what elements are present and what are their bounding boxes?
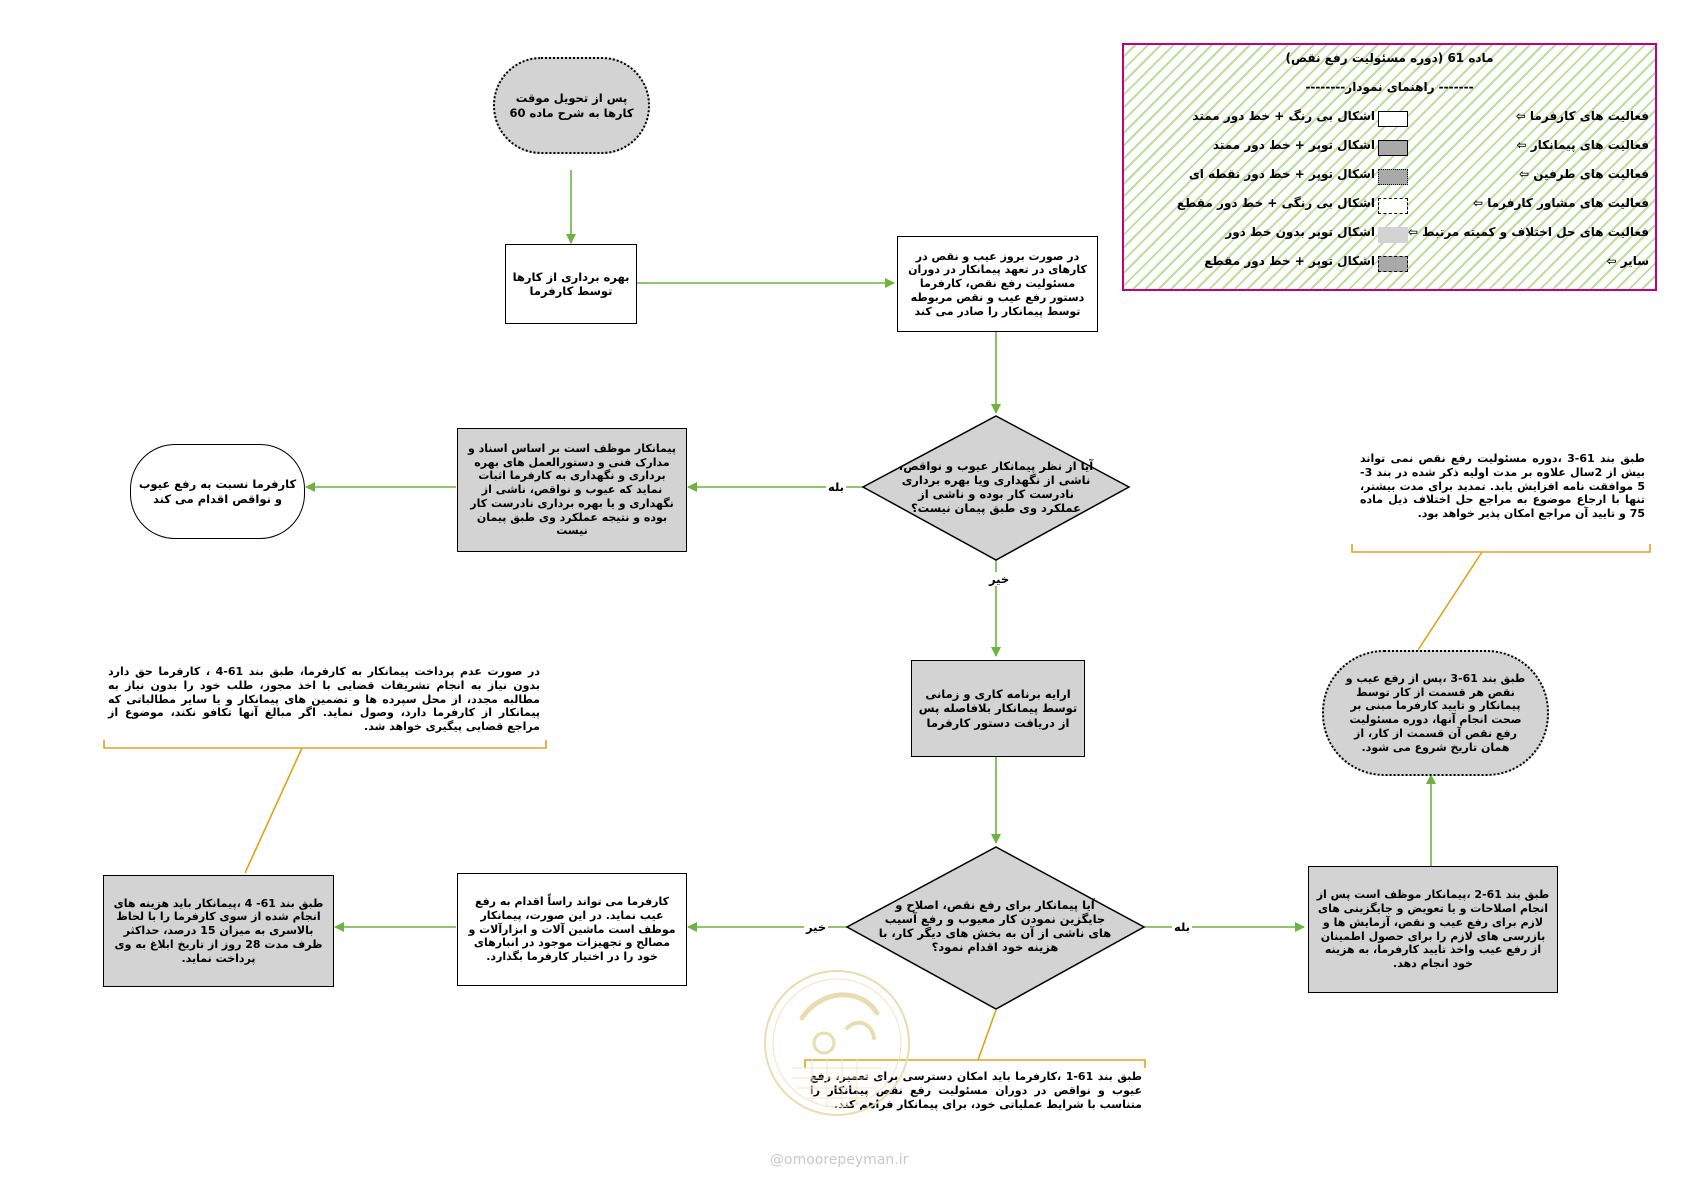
note-61-4-nonpayment: در صورت عدم پرداخت پیمانکار به کارفرما، …	[108, 665, 540, 733]
watermark-seal	[764, 970, 910, 1116]
utilization-box: بهره برداری از کارها توسط کارفرما	[505, 244, 637, 324]
legend-shape-label: اشکال بی رنگی + خط دور مقطع	[1176, 196, 1375, 210]
legend-row-both-parties: فعالیت های طرفین ⇦ اشکال توپر + خط دور ن…	[1124, 167, 1655, 187]
legend-shape-label: اشکال توپر بدون خط دور	[1225, 225, 1375, 239]
legend-swatch-gray-solid	[1378, 140, 1408, 156]
legend-row-other: سایر ⇦ اشکال توپر + خط دور مقطع	[1124, 254, 1655, 274]
decision1-text: آیا از نظر پیمانکار عیوب و نواقص، ناشی ا…	[898, 459, 1094, 515]
legend-row-contractor: فعالیت های پیمانکار ⇦ اشکال توپر + خط دو…	[1124, 138, 1655, 158]
legend-row-employer: فعالیت های کارفرما ⇦ اشکال بی رنگ + خط د…	[1124, 109, 1655, 129]
legend-title: ماده 61 (دوره مسئولیت رفع نقص)	[1285, 51, 1494, 65]
legend-row-consultant: فعالیت های مشاور کارفرما ⇦ اشکال بی رنگی…	[1124, 196, 1655, 216]
watermark-url: @omoorepeyman.ir	[770, 1152, 909, 1168]
legend-activity-label: فعالیت های مشاور کارفرما ⇦	[1473, 196, 1649, 210]
legend-activity-label: سایر ⇦	[1606, 254, 1649, 268]
legend-activity-label: فعالیت های کارفرما ⇦	[1515, 109, 1649, 123]
note-61-3-extension: طبق بند 61-3 ،دوره مسئولیت رفع نقص نمی ت…	[1360, 452, 1646, 520]
note-link-61-1	[977, 1009, 997, 1061]
decision1-yes-label: بله	[826, 480, 846, 494]
decision2-shape	[845, 846, 1146, 1010]
legend-shape-label: اشکال بی رنگ + خط دور ممتد	[1192, 109, 1375, 123]
defect-notice-box: در صورت بروز عیب و نقص در کارهای در تعهد…	[897, 236, 1098, 332]
start-terminal: پس از تحویل موقت کارها به شرح ماده 60	[493, 57, 650, 154]
decision1-no-label: خیر	[987, 572, 1012, 586]
legend-activity-label: فعالیت های پیمانکار ⇦	[1516, 138, 1649, 152]
decision2-text: آیا پیمانکار برای رفع نقص، اصلاح و جایگز…	[878, 898, 1112, 954]
legend-subtitle: ------- راهنمای نمودار--------	[1305, 80, 1474, 94]
decision2-no-label: خیر	[804, 920, 829, 934]
note-bracket-61-4	[103, 740, 547, 749]
note-link-61-3	[1417, 551, 1483, 651]
legend-row-dispute: فعالیت های حل اختلاف و کمیته مرتبط ⇦ اشک…	[1124, 225, 1655, 245]
legend-swatch-gray-none	[1378, 227, 1408, 243]
employer-direct-box: کارفرما می تواند راساً اقدام به رفع عیب …	[457, 873, 687, 986]
legend-activity-label: فعالیت های طرفین ⇦	[1519, 167, 1649, 181]
decision1-shape	[861, 415, 1131, 561]
legend-shape-label: اشکال توپر + خط دور مقطع	[1204, 254, 1375, 268]
contractor-61-2-box: طبق بند 61-2 ،پیمانکار موظف است پس از ان…	[1308, 866, 1558, 993]
note-bracket-61-1	[804, 1059, 1146, 1068]
employer-fix-terminal: کارفرما نسبت به رفع عیوب و نواقص اقدام م…	[130, 444, 305, 539]
legend-activity-label: فعالیت های حل اختلاف و کمیته مرتبط ⇦	[1407, 225, 1649, 239]
legend-swatch-white-dashed	[1378, 198, 1408, 214]
program-box: ارایه برنامه کاری و زمانی توسط پیمانکار …	[911, 660, 1085, 757]
decision2-yes-label: بله	[1172, 920, 1192, 934]
note-link-61-4	[244, 747, 303, 874]
legend-shape-label: اشکال توپر + خط دور ممتد	[1212, 138, 1375, 152]
legend-swatch-white-solid	[1378, 111, 1408, 127]
legend-panel: ماده 61 (دوره مسئولیت رفع نقص) ------- ر…	[1122, 43, 1657, 291]
legend-swatch-gray-dashed	[1378, 256, 1408, 272]
note-bracket-61-3	[1351, 544, 1651, 553]
legend-shape-label: اشکال توپر + خط دور نقطه ای	[1188, 167, 1375, 181]
end-61-3-terminal: طبق بند 61-3 ،پس از رفع عیب و نقص هر قسم…	[1322, 650, 1549, 776]
contractor-prove-box: پیمانکار موظف است بر اساس اسناد و مدارک …	[457, 428, 687, 552]
legend-swatch-gray-dotted	[1378, 169, 1408, 185]
cost-61-4-box: طبق بند 61- 4 ،پیمانکار باید هزینه های ا…	[103, 875, 334, 987]
